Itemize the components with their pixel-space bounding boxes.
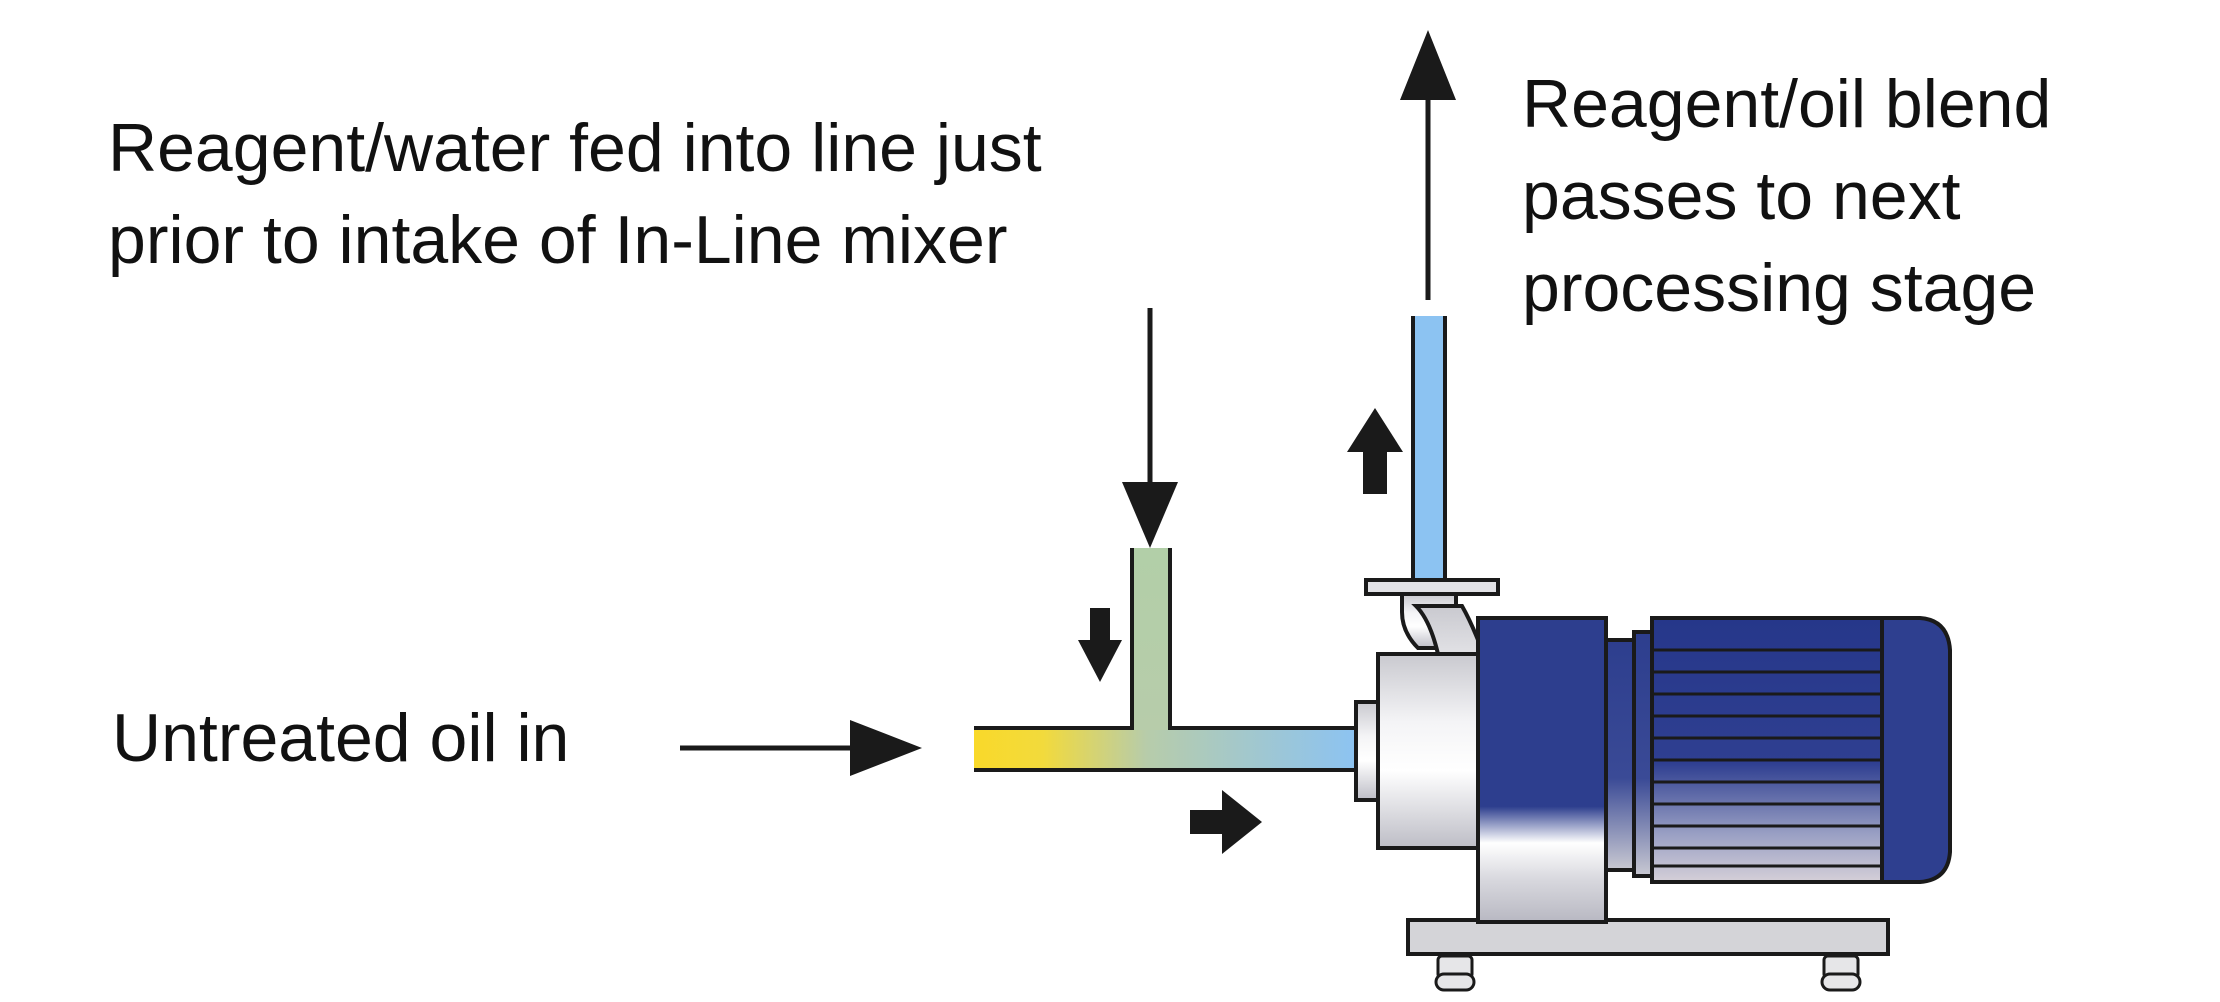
untreated-oil-label: Untreated oil in (112, 700, 570, 776)
reagent-water-label-line-2: prior to intake of In-Line mixer (108, 202, 1008, 278)
motor-end-cap (1880, 616, 1952, 884)
reagent-oil-label: Reagent/oil blend passes to next process… (1522, 58, 2051, 334)
reagent-water-label: Reagent/water fed into line just prior t… (108, 102, 1042, 286)
reagent-feed-arrow (1122, 308, 1178, 548)
flow-arrow-right-icon (1190, 790, 1262, 854)
inline-mixer-pump (1354, 578, 1952, 992)
reagent-oil-label-line-1: Reagent/oil blend (1522, 66, 2052, 142)
motor-front-cover (1476, 616, 1608, 924)
motor-neck (1604, 638, 1636, 872)
reagent-water-label-line-1: Reagent/water fed into line just (108, 110, 1042, 186)
reagent-feed-pipe (1130, 548, 1172, 730)
reagent-oil-label-line-2: passes to next (1522, 158, 1961, 234)
inlet-flange (1354, 700, 1380, 802)
flow-arrow-down-icon (1078, 608, 1122, 682)
outlet-pipe (1411, 316, 1447, 584)
pump-base (1406, 918, 1890, 992)
reagent-oil-label-line-3: processing stage (1522, 250, 2037, 326)
inlet-pipe (974, 726, 1357, 772)
oil-inlet-arrow (680, 720, 922, 776)
flow-arrow-up-icon (1347, 408, 1403, 494)
blend-output-arrow (1400, 30, 1456, 300)
motor-body (1650, 616, 1884, 884)
